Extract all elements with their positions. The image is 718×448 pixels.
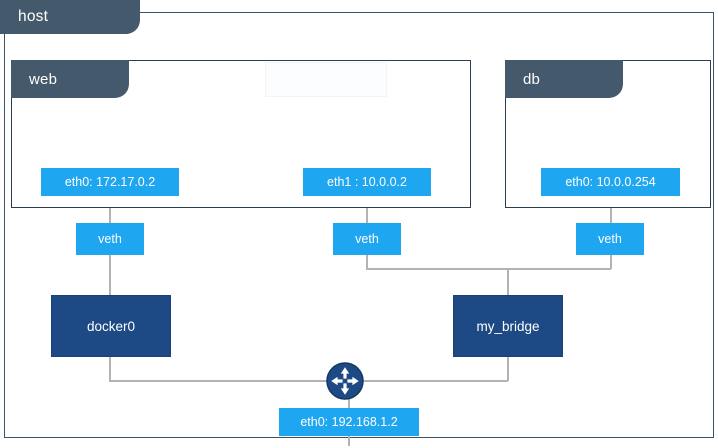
connector-router-to-host-eth0	[348, 395, 350, 409]
connector-db-eth0-to-veth	[610, 196, 612, 223]
connector-mybridge-bus	[366, 268, 611, 270]
veth-web-eth0[interactable]: veth	[76, 223, 144, 255]
bridge-docker0[interactable]: docker0	[51, 295, 171, 357]
connector-web-eth0-to-veth	[109, 196, 111, 223]
ghost-placeholder-rect	[265, 62, 387, 97]
connector-veth-eth1-down	[366, 255, 368, 269]
interface-host-eth0[interactable]: eth0: 192.168.1.2	[279, 408, 419, 436]
connector-veth-to-docker0	[109, 255, 111, 295]
veth-db-eth0[interactable]: veth	[576, 223, 644, 255]
namespace-db-label: db	[523, 70, 541, 88]
connector-bottom-bus	[109, 380, 508, 382]
connector-host-eth0-down	[348, 436, 350, 446]
router-four-arrows-icon	[325, 361, 365, 401]
connector-veth-db-down	[610, 255, 612, 269]
interface-web-eth1[interactable]: eth1 : 10.0.0.2	[303, 168, 431, 196]
namespace-db-header: db	[505, 60, 623, 98]
connector-bus-to-mybridge	[507, 268, 509, 296]
connector-web-eth1-to-veth	[366, 196, 368, 223]
bridge-my-bridge[interactable]: my_bridge	[453, 295, 563, 357]
connector-docker0-down	[109, 357, 111, 381]
namespace-web-label: web	[29, 70, 58, 88]
interface-web-eth0[interactable]: eth0: 172.17.0.2	[41, 168, 179, 196]
host-container-header: host	[0, 0, 140, 34]
veth-web-eth1[interactable]: veth	[333, 223, 401, 255]
host-label: host	[18, 8, 49, 25]
connector-mybridge-down	[507, 357, 509, 381]
namespace-web-header: web	[11, 60, 129, 98]
interface-db-eth0[interactable]: eth0: 10.0.0.254	[541, 168, 680, 196]
